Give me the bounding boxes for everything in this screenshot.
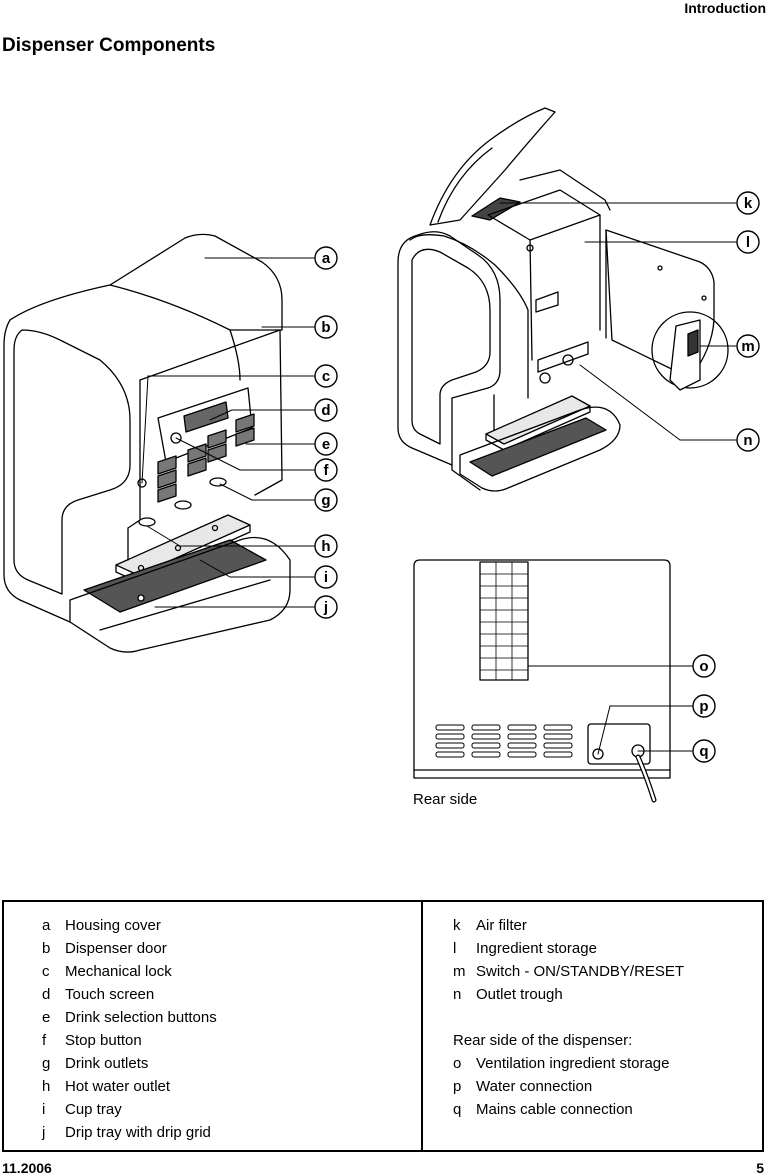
front-dispenser-drawing <box>3 233 291 653</box>
callout-markers: a b c d e f g h i j k l m n o p q <box>314 191 760 763</box>
callout-m: m <box>736 334 760 358</box>
svg-text:d: d <box>321 402 330 419</box>
svg-text:f: f <box>324 462 330 479</box>
dispenser-illustration: a b c d e f g h i j k l m n o p q <box>3 107 760 803</box>
svg-text:e: e <box>322 436 330 453</box>
svg-text:o: o <box>699 658 708 675</box>
callout-l: l <box>736 230 760 254</box>
svg-text:p: p <box>699 698 708 715</box>
rear-side-caption: Rear side <box>413 791 478 808</box>
callout-h: h <box>314 534 338 558</box>
callout-n: n <box>736 428 760 452</box>
page-number: 5 <box>756 1160 764 1176</box>
rear-dispenser-drawing <box>413 559 671 803</box>
callout-d: d <box>314 398 338 422</box>
svg-text:j: j <box>323 599 328 616</box>
callout-q: q <box>692 739 716 763</box>
svg-text:n: n <box>743 432 752 449</box>
callout-f: f <box>314 458 338 482</box>
legend-rear-heading: Rear side of the dispenser: <box>453 1032 633 1049</box>
footer-date: 11.2006 <box>2 1160 52 1176</box>
callout-g: g <box>314 488 338 512</box>
legend-divider <box>421 902 423 1150</box>
open-dispenser-drawing <box>397 107 729 492</box>
section-header: Introduction <box>684 0 766 16</box>
legend-spacer <box>453 1006 684 1029</box>
callout-i: i <box>314 565 338 589</box>
callout-a: a <box>314 246 338 270</box>
svg-text:b: b <box>321 319 330 336</box>
svg-text:k: k <box>744 195 753 212</box>
svg-text:c: c <box>322 368 330 385</box>
svg-text:l: l <box>746 234 750 251</box>
callout-k: k <box>736 191 760 215</box>
callout-j: j <box>314 595 338 619</box>
svg-text:a: a <box>322 250 331 267</box>
svg-text:m: m <box>741 338 754 355</box>
svg-text:q: q <box>699 743 708 760</box>
page-title: Dispenser Components <box>2 35 216 56</box>
svg-text:i: i <box>324 569 328 586</box>
callout-p: p <box>692 694 716 718</box>
callout-e: e <box>314 432 338 456</box>
callout-o: o <box>692 654 716 678</box>
callout-b: b <box>314 315 338 339</box>
svg-text:g: g <box>321 492 330 509</box>
callout-c: c <box>314 364 338 388</box>
svg-text:h: h <box>321 538 330 555</box>
